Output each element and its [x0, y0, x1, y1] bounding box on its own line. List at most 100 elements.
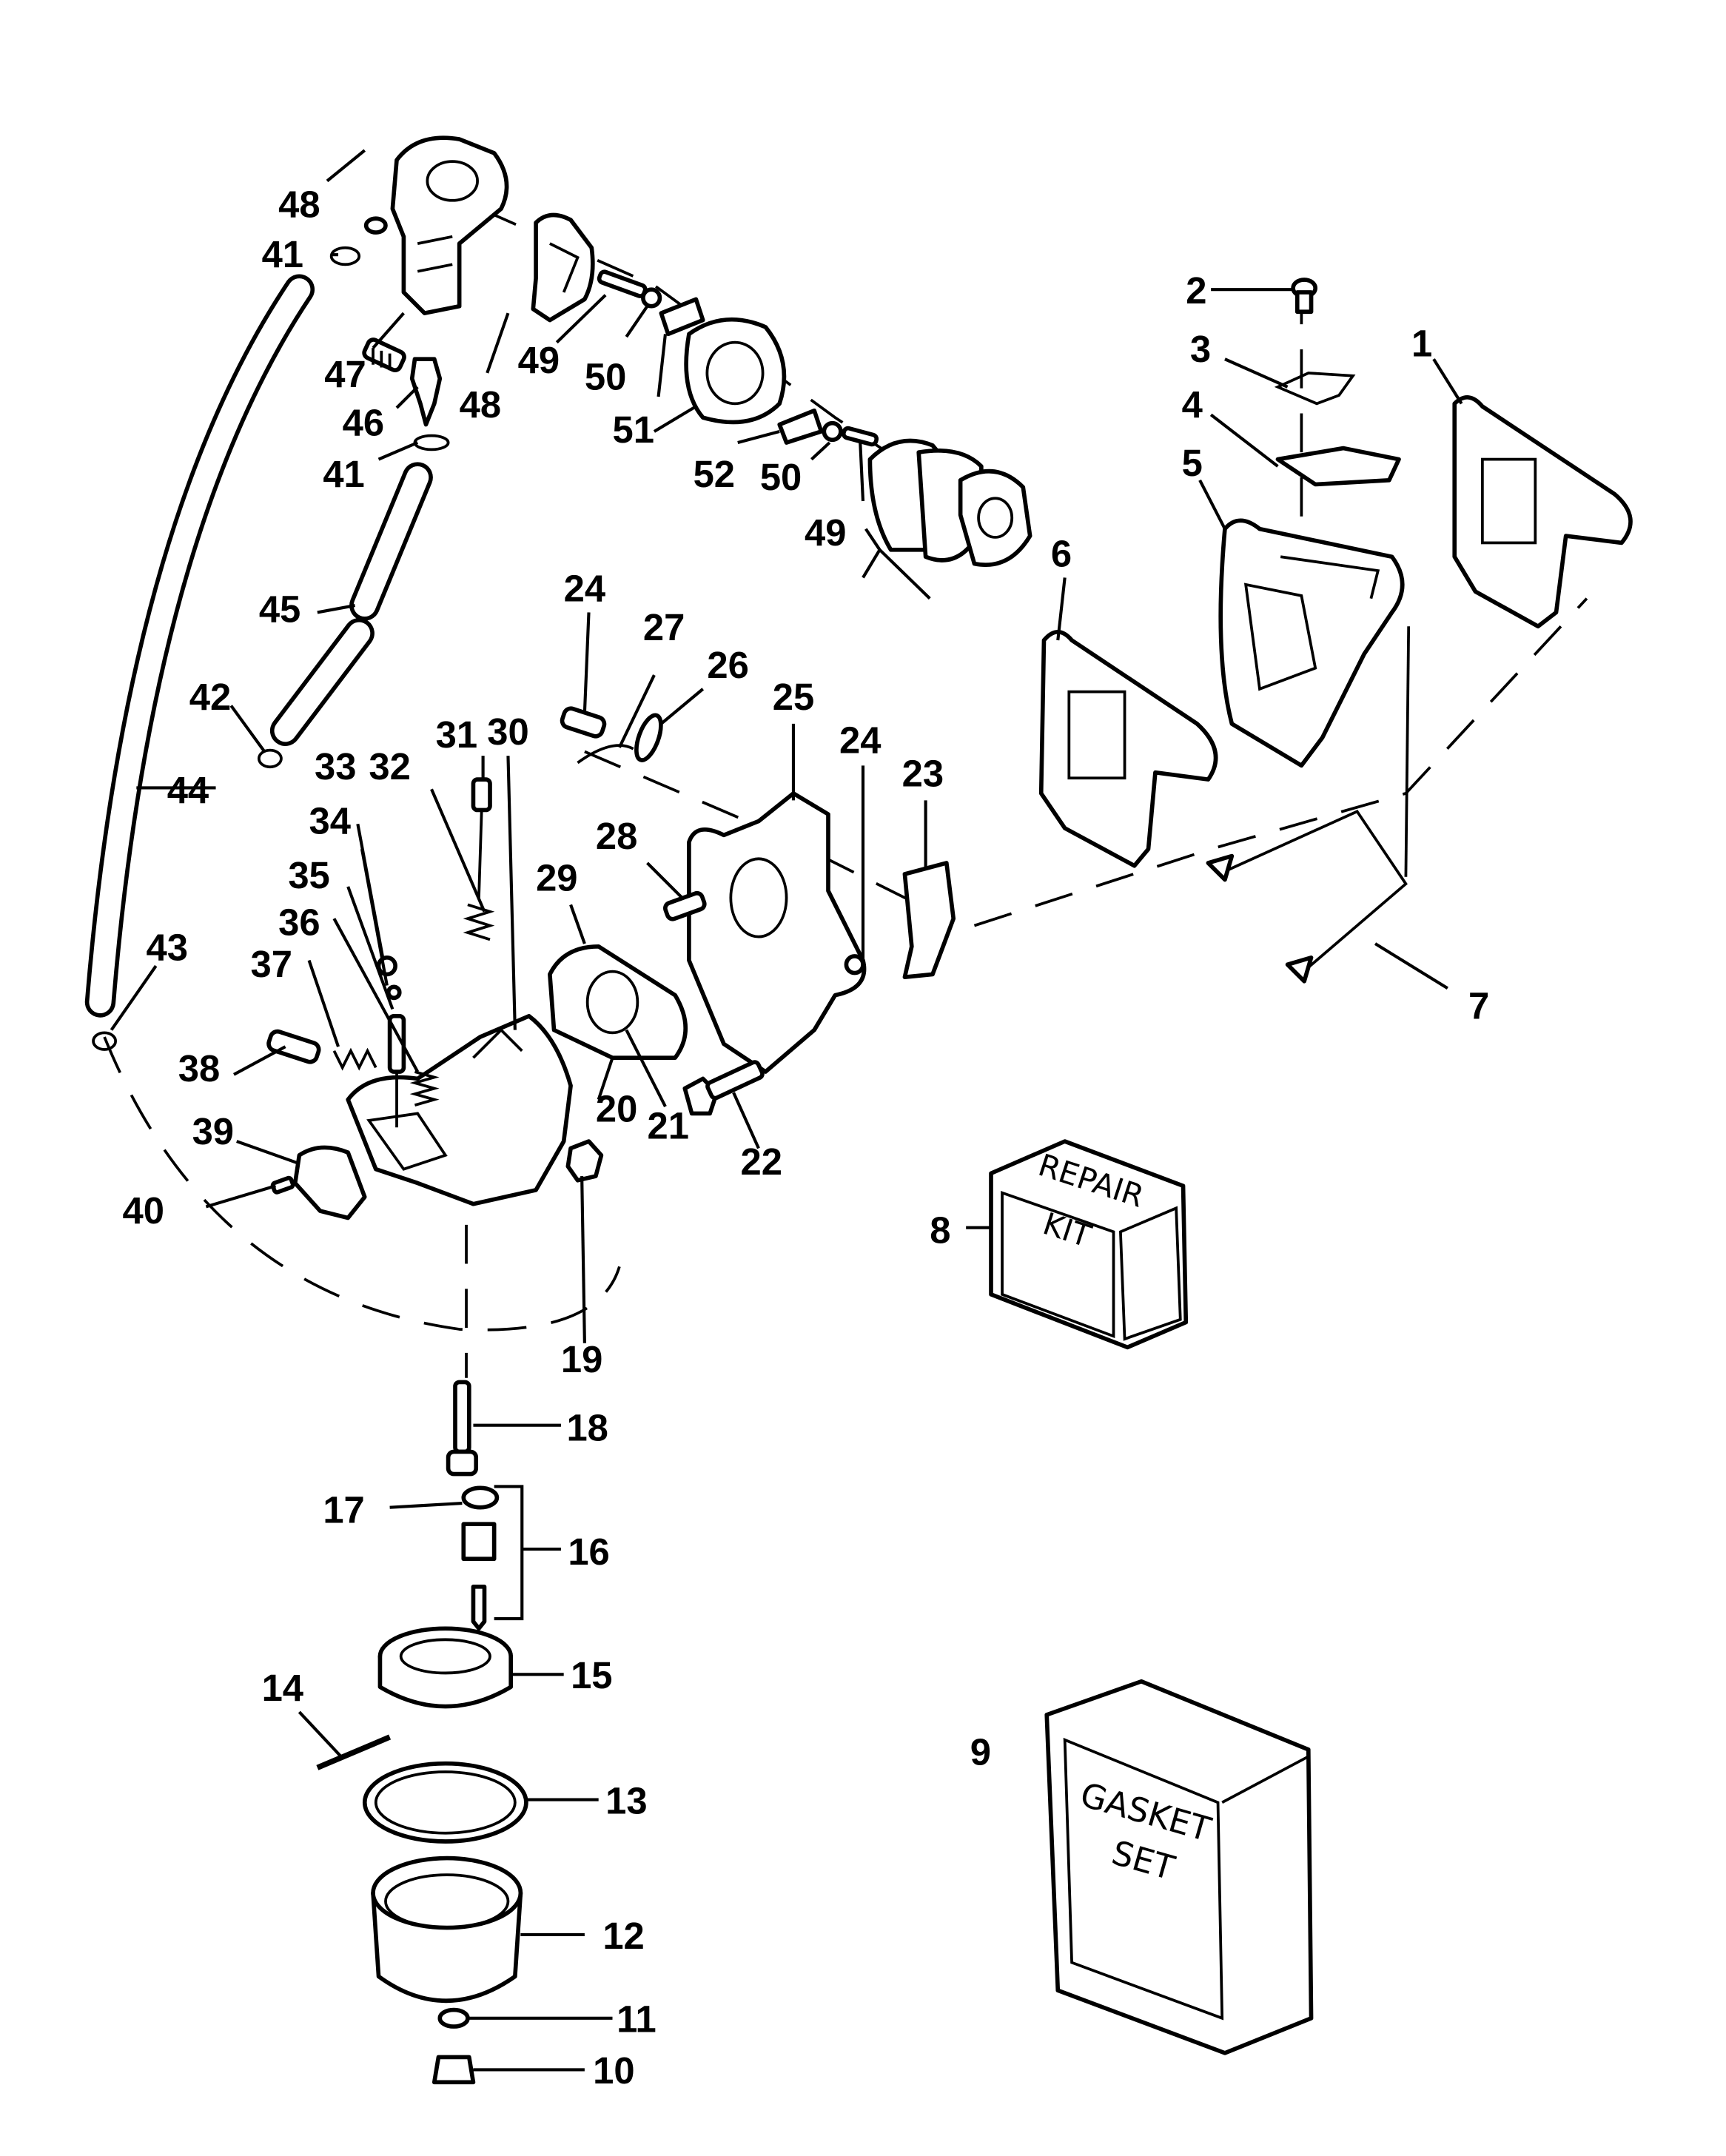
- part-27-clip[interactable]: [577, 744, 634, 765]
- part-3-reed-stop[interactable]: [1274, 372, 1356, 406]
- part-9-gasket-set[interactable]: GASKET SET: [1044, 1679, 1314, 2055]
- callout-18: 18: [566, 1406, 608, 1448]
- callout-24b: 24: [839, 719, 881, 761]
- part-17-washer[interactable]: [461, 1485, 500, 1510]
- part-37-spring[interactable]: [332, 1047, 377, 1071]
- callout-labels: 48 41 47 46 41 45 42 44 43 48 49 50 51 5…: [123, 183, 1490, 2092]
- callout-41a: 41: [262, 233, 303, 275]
- part-24-screw-lower[interactable]: [844, 954, 865, 975]
- callout-17: 17: [323, 1488, 364, 1531]
- part-52-gaskets[interactable]: [867, 438, 1032, 567]
- part-2-screw[interactable]: [1291, 278, 1318, 315]
- callout-23: 23: [902, 753, 944, 795]
- callout-46: 48: [278, 183, 320, 225]
- callout-48a: 49: [518, 339, 560, 381]
- callout-34: 34: [309, 799, 351, 842]
- part-26-link[interactable]: [631, 712, 666, 763]
- part-50-plate-lower[interactable]: [777, 408, 824, 445]
- part-45-fuel-pump[interactable]: [363, 135, 509, 315]
- part-11-washer[interactable]: [437, 2007, 470, 2029]
- callout-27: 27: [643, 606, 685, 648]
- part-22-bolt[interactable]: [682, 1060, 765, 1116]
- part-15-float[interactable]: [377, 1626, 514, 1709]
- callout-13: 13: [605, 1779, 647, 1821]
- callout-6: 6: [1051, 532, 1072, 574]
- part-46-screw[interactable]: [362, 337, 406, 372]
- part-49-washer-upper[interactable]: [641, 287, 662, 309]
- part-19-nut[interactable]: [565, 1139, 604, 1183]
- callout-44: 46: [343, 402, 384, 444]
- callout-50a: 51: [612, 409, 654, 451]
- part-51-pump-cover[interactable]: [684, 317, 787, 425]
- part-16-needle-seat[interactable]: [461, 1522, 497, 1631]
- part-23-lever[interactable]: [902, 861, 956, 979]
- part-32-spring[interactable]: [463, 903, 495, 941]
- callout-36: 36: [278, 901, 320, 944]
- part-43-hose-upper[interactable]: [349, 462, 433, 621]
- part-42-fuel-hose[interactable]: [84, 274, 315, 1018]
- part-7-bracket-wire[interactable]: [1206, 626, 1411, 984]
- callout-10: 10: [593, 2049, 634, 2092]
- callout-49b: 50: [760, 456, 802, 498]
- callout-37: 37: [251, 943, 292, 985]
- part-13-bowl-gasket[interactable]: [362, 1761, 528, 1844]
- part-30-carb-body[interactable]: [346, 1013, 573, 1206]
- callout-22: 22: [741, 1141, 782, 1183]
- callout-19: 19: [561, 1338, 602, 1380]
- callout-4: 4: [1182, 383, 1203, 426]
- callout-3: 3: [1190, 328, 1211, 370]
- callout-12: 12: [602, 1915, 644, 1957]
- part-6-gasket[interactable]: [1038, 629, 1218, 868]
- part-24-screw-upper[interactable]: [560, 706, 607, 739]
- part-49-washer-lower[interactable]: [822, 420, 843, 443]
- part-5-reed-block[interactable]: [1218, 518, 1405, 768]
- part-18-needle-valve[interactable]: [446, 1380, 479, 1477]
- part-43-hose-lower[interactable]: [269, 617, 375, 746]
- callout-11: 11: [617, 1998, 657, 2041]
- callout-7: 7: [1468, 985, 1489, 1027]
- callout-8: 8: [930, 1209, 950, 1251]
- part-36-spring[interactable]: [409, 1070, 440, 1106]
- callout-43: 45: [259, 588, 300, 631]
- part-25-intake-flange[interactable]: [687, 791, 867, 1074]
- callout-28: 28: [596, 815, 637, 857]
- callout-40: 40: [123, 1189, 164, 1232]
- callout-49a: 50: [585, 356, 626, 398]
- part-38-screw[interactable]: [266, 1029, 321, 1064]
- callout-14: 14: [262, 1667, 303, 1709]
- callout-24a: 24: [564, 567, 605, 609]
- callout-45: 47: [324, 353, 366, 395]
- part-8-repair-kit[interactable]: REPAIR KIT: [989, 1139, 1189, 1350]
- part-41-clamp-b[interactable]: [413, 434, 450, 451]
- part-44-fitting[interactable]: [409, 357, 443, 427]
- part-14-float-pin[interactable]: [316, 1734, 392, 1770]
- part-12-float-bowl[interactable]: [371, 1856, 523, 2003]
- callout-35: 35: [288, 854, 329, 896]
- callout-30: 30: [487, 711, 528, 753]
- callout-33: 33: [315, 745, 356, 787]
- part-41-clamp-d[interactable]: [92, 1031, 118, 1051]
- part-48-screw-upper[interactable]: [597, 269, 648, 298]
- part-1-gasket[interactable]: [1452, 395, 1633, 629]
- part-40-screw[interactable]: [270, 1175, 295, 1195]
- part-31-needle[interactable]: [471, 777, 492, 899]
- part-28-stud[interactable]: [662, 890, 707, 921]
- callout-39: 39: [192, 1110, 234, 1152]
- part-29-gasket[interactable]: [548, 944, 688, 1061]
- callout-42: 44: [167, 769, 209, 811]
- callout-25: 25: [773, 676, 814, 718]
- part-39-cover-plate[interactable]: [292, 1145, 367, 1220]
- callout-1: 1: [1411, 322, 1432, 364]
- part-10-drain-screw[interactable]: [432, 2055, 476, 2085]
- part-50-plate-upper[interactable]: [659, 297, 705, 337]
- part-41-clamp-c[interactable]: [257, 748, 283, 769]
- callout-2: 2: [1186, 269, 1206, 312]
- part-48-screw-lower[interactable]: [841, 426, 879, 447]
- callout-5: 5: [1182, 442, 1203, 484]
- part-4-reed-petal[interactable]: [1275, 446, 1401, 487]
- callout-41b: 41: [323, 453, 364, 495]
- callout-15: 15: [571, 1654, 612, 1696]
- part-47-gasket[interactable]: [531, 212, 595, 323]
- part-34-o-ring[interactable]: [386, 984, 402, 1001]
